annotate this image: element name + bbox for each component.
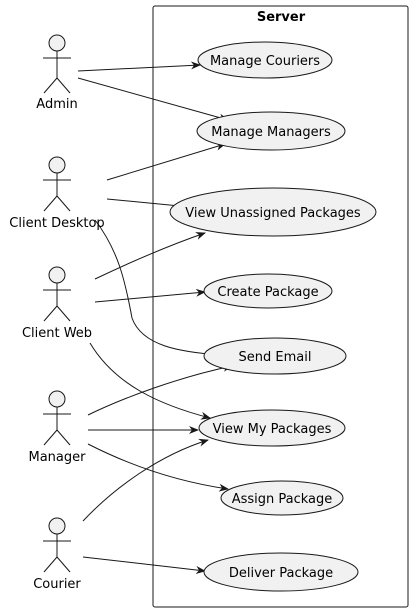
use-case-manage-couriers: Manage Couriers (197, 41, 333, 79)
association-client-web-view-my-packages (89, 342, 211, 420)
stick-figure-icon (43, 34, 71, 94)
association-client-desktop-send-email (94, 219, 221, 359)
use-case-create-package: Create Package (203, 273, 333, 309)
use-case-assign-package: Assign Package (220, 480, 344, 516)
actor-label: Courier (33, 577, 81, 592)
use-case-manage-managers: Manage Managers (196, 111, 346, 151)
actor-label: Client Desktop (9, 216, 104, 231)
actor-client-desktop: Client Desktop (9, 156, 105, 231)
actor-label: Client Web (22, 326, 92, 341)
association-manager-assign-package (87, 443, 229, 492)
stick-figure-icon (43, 390, 71, 446)
use-case-label: Manage Couriers (210, 54, 320, 69)
actors: Admin Client Desktop Client Web (9, 34, 105, 592)
associations (77, 61, 233, 574)
use-case-deliver-package: Deliver Package (203, 552, 359, 592)
use-case-label: Manage Managers (211, 125, 331, 140)
use-cases: Manage Couriers Manage Managers View Una… (169, 41, 377, 592)
use-case-label: Deliver Package (229, 566, 333, 581)
use-case-view-unassigned-packages: View Unassigned Packages (169, 187, 377, 237)
association-courier-view-my-packages (82, 438, 209, 522)
stick-figure-icon (43, 156, 71, 212)
actor-courier: Courier (33, 517, 81, 592)
association-admin-manage-couriers (77, 61, 201, 72)
use-case-label: Send Email (239, 350, 312, 365)
use-case-label: Create Package (217, 285, 318, 300)
use-case-label: Assign Package (232, 492, 333, 507)
actor-admin: Admin (36, 34, 78, 112)
association-client-web-create-package (94, 288, 206, 303)
stick-figure-icon (43, 266, 71, 322)
stick-figure-icon (43, 517, 71, 573)
use-case-label: View Unassigned Packages (185, 206, 361, 221)
use-case-view-my-packages: View My Packages (198, 409, 346, 447)
actor-client-web: Client Web (22, 266, 92, 341)
association-admin-manage-managers (77, 77, 229, 122)
system-title: Server (257, 10, 306, 25)
actor-label: Manager (29, 450, 87, 465)
use-case-label: View My Packages (213, 422, 332, 437)
association-courier-deliver-package (82, 556, 206, 574)
actor-label: Admin (36, 97, 77, 112)
actor-manager: Manager (29, 390, 87, 465)
association-client-desktop-manage-managers (106, 142, 226, 181)
association-manager-send-email (87, 363, 233, 416)
use-case-send-email: Send Email (203, 337, 347, 375)
association-client-web-view-unassigned (94, 232, 206, 280)
